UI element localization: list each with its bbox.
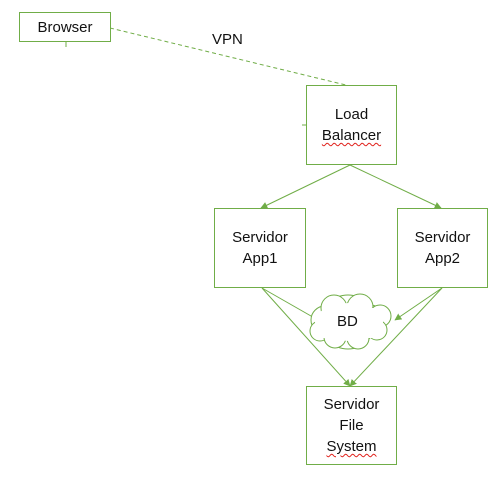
file-system-node: Servidor File System bbox=[306, 386, 397, 465]
edge-lb-app1 bbox=[260, 164, 351, 209]
app1-node: Servidor App1 bbox=[214, 208, 306, 288]
browser-label: Browser bbox=[37, 18, 93, 36]
edge-app2-db bbox=[394, 287, 443, 321]
app2-label-line2: App2 bbox=[424, 250, 461, 267]
app2-label-line1: Servidor bbox=[414, 229, 471, 246]
file-system-label-line2: File bbox=[339, 417, 364, 434]
load-balancer-label-line2: Balancer bbox=[321, 127, 382, 144]
browser-node: Browser bbox=[19, 12, 111, 42]
edge-app2-fs bbox=[349, 287, 443, 387]
vpn-connection bbox=[109, 27, 351, 87]
edge-lb-app2 bbox=[349, 164, 442, 209]
app1-label-line2: App1 bbox=[242, 250, 278, 267]
app1-label-line1: Servidor bbox=[232, 229, 288, 246]
load-balancer-label-line1: Load bbox=[334, 106, 369, 123]
db-cloud bbox=[309, 293, 392, 350]
vpn-label: VPN bbox=[212, 31, 243, 48]
db-label: BD bbox=[337, 313, 358, 330]
app2-node: Servidor App2 bbox=[397, 208, 488, 288]
file-system-label-line3: System bbox=[326, 438, 377, 455]
edge-app1-fs bbox=[261, 287, 351, 387]
file-system-label-line1: Servidor bbox=[323, 396, 380, 413]
load-balancer-node: Load Balancer bbox=[306, 85, 397, 165]
edge-app1-db bbox=[261, 287, 319, 321]
